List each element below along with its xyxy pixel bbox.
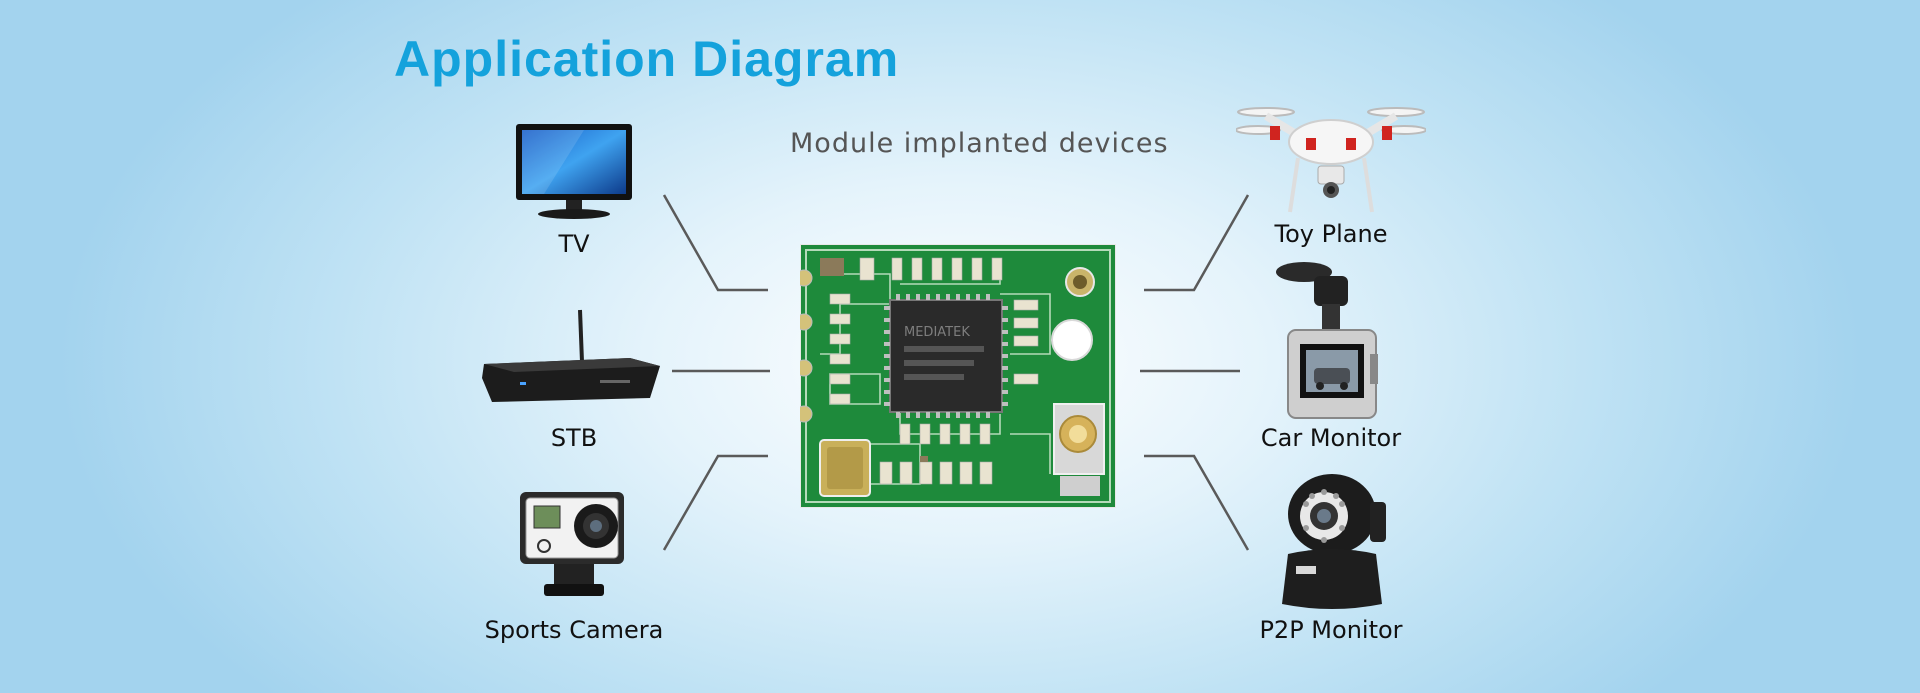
sports-camera-icon [520,492,624,596]
label-sports-camera: Sports Camera [484,616,664,644]
connector-p2p-monitor [1144,454,1250,551]
connector-toy-plane [1144,194,1250,292]
diagram-subtitle: Module implanted devices [790,128,1169,159]
label-tv: TV [558,230,590,258]
page-title: Application Diagram [394,31,900,87]
connector-tv [662,194,768,292]
label-p2p-monitor: P2P Monitor [1259,616,1403,644]
set-top-box-icon [482,309,660,402]
tv-icon [516,124,632,219]
connector-sports-camera [662,454,768,551]
chip-marking: MEDIATEK [904,325,970,340]
drone-icon [1236,107,1426,213]
label-toy-plane: Toy Plane [1274,220,1388,248]
p2p-monitor-icon [1282,474,1386,609]
label-car-monitor: Car Monitor [1260,424,1402,452]
car-monitor-icon [1276,262,1378,419]
label-stb: STB [550,424,598,452]
wifi-module-pcb: MEDIATEK [800,244,1116,508]
